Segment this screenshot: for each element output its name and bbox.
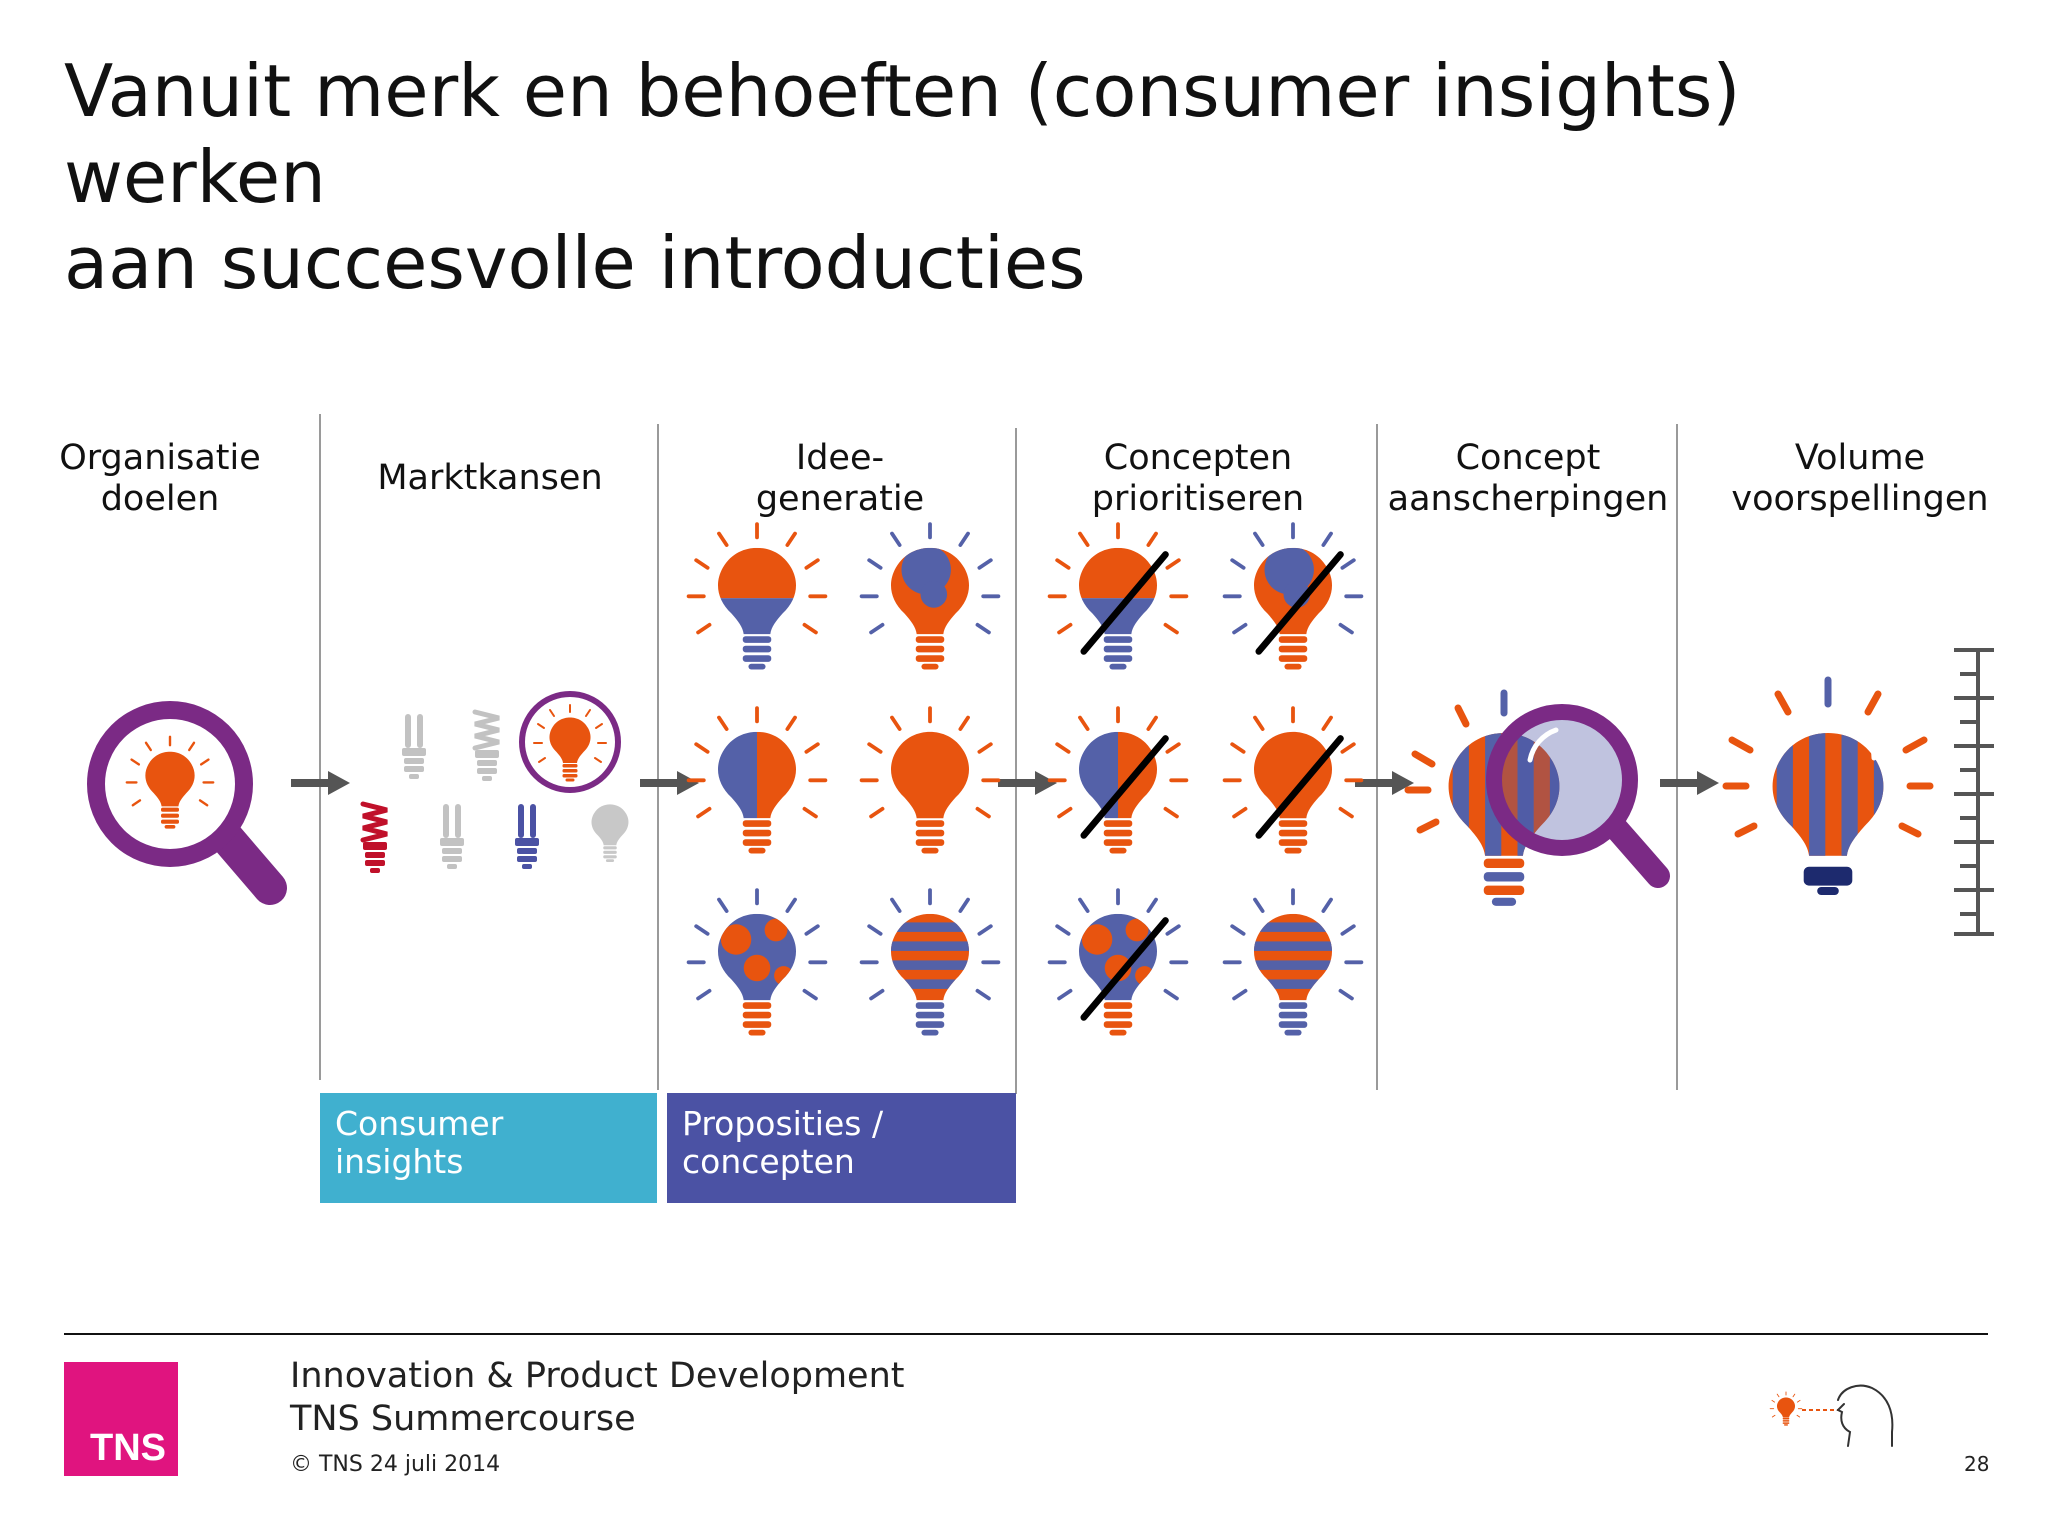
consumer-insights-box: Consumer insights xyxy=(320,1093,657,1203)
crossed-bulb-icon xyxy=(1225,708,1362,853)
bulb-icon xyxy=(689,708,826,853)
stage-divider xyxy=(1676,424,1678,1090)
volume-bulb-icon xyxy=(1722,676,1934,896)
stage-label-line: Idee- xyxy=(795,438,885,478)
stage-label-line: aanscherpingen xyxy=(1387,479,1669,519)
thinking-person-icon xyxy=(1770,1384,1894,1447)
crossed-bulb-icon xyxy=(1050,890,1187,1035)
stage-divider xyxy=(657,424,659,1090)
stage-label-line: generatie xyxy=(755,479,925,519)
proposities-box: Proposities / concepten xyxy=(667,1093,1016,1203)
footer-title: Innovation & Product Development TNS Sum… xyxy=(290,1355,904,1441)
title-line-1: Vanuit merk en behoeften (consumer insig… xyxy=(64,49,1741,219)
footer-divider xyxy=(64,1333,1988,1335)
box-label: concepten xyxy=(682,1142,855,1181)
stage-label-line: Marktkansen xyxy=(377,458,603,498)
page-title: Vanuit merk en behoeften (consumer insig… xyxy=(64,48,2004,306)
bulb-icon xyxy=(862,890,999,1035)
box-label: Proposities / xyxy=(682,1104,884,1143)
stage-label-line: doelen xyxy=(100,479,220,519)
bulb-icon xyxy=(689,890,826,1035)
bulb-icon xyxy=(862,524,999,669)
arrow-icon xyxy=(640,771,699,795)
cfl-bulb-icon xyxy=(440,804,464,869)
cfl-bulb-icon xyxy=(402,714,426,779)
arrow-icon xyxy=(291,771,350,795)
stage-divider xyxy=(1376,424,1378,1090)
stage-divider xyxy=(1015,428,1017,1094)
bulb-icon xyxy=(1225,890,1362,1035)
highlighted-bulb-icon xyxy=(519,691,621,793)
stage-label-aanscherpingen: Concept aanscherpingen xyxy=(1378,438,1678,520)
crossed-bulb-icon xyxy=(1050,708,1187,853)
stage-label-line: Concept xyxy=(1455,438,1601,478)
arrow-icon xyxy=(1660,771,1719,795)
stage-label-voorspellingen: Volume voorspellingen xyxy=(1680,438,2040,520)
stage-divider xyxy=(319,414,321,1080)
arrow-icon xyxy=(998,771,1057,795)
tns-logo: TNS xyxy=(64,1362,178,1476)
stage-label-prioritiseren: Concepten prioritiseren xyxy=(1018,438,1378,520)
stage-label-ideegeneratie: Idee- generatie xyxy=(660,438,1020,520)
page-number: 28 xyxy=(1964,1452,1990,1476)
crossed-bulb-icon xyxy=(1050,524,1187,669)
stage-label-organisatie: Organisatie doelen xyxy=(40,438,280,520)
magnifier-bulb-icon xyxy=(87,701,287,905)
stage-label-line: prioritiseren xyxy=(1091,479,1305,519)
stage-label-line: voorspellingen xyxy=(1731,479,1989,519)
cfl-bulb-icon xyxy=(515,804,539,869)
bulb-icon xyxy=(591,804,629,862)
spiral-bulb-icon xyxy=(475,712,499,781)
stage-label-marktkansen: Marktkansen xyxy=(325,458,655,499)
logo-text: TNS xyxy=(90,1427,166,1469)
spiral-bulb-icon xyxy=(363,804,387,873)
stage-label-line: Volume xyxy=(1794,438,1926,478)
bulb-icon xyxy=(689,524,826,669)
box-label: Consumer insights xyxy=(335,1104,504,1181)
footer-line: TNS Summercourse xyxy=(290,1399,636,1439)
measure-scale-icon xyxy=(1954,648,1994,936)
stage-label-line: Organisatie xyxy=(59,438,261,478)
footer-date: © TNS 24 juli 2014 xyxy=(290,1452,501,1477)
stage-label-line: Concepten xyxy=(1103,438,1293,478)
footer-line: Innovation & Product Development xyxy=(290,1356,905,1396)
arrow-icon xyxy=(1355,771,1414,795)
magnified-bulb-icon xyxy=(1404,689,1670,906)
title-line-2: aan succesvolle introducties xyxy=(64,221,1086,305)
bulb-icon xyxy=(862,708,999,853)
crossed-bulb-icon xyxy=(1225,524,1362,669)
